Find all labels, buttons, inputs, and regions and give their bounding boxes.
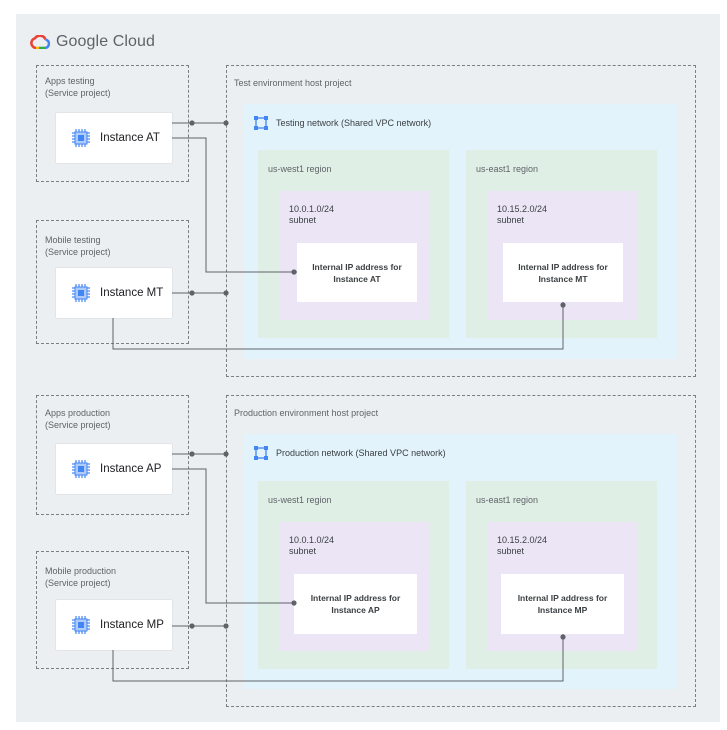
internal-ip-at[interactable]: Internal IP address for Instance AT xyxy=(297,243,417,302)
internal-ip-label: Internal IP address for Instance MP xyxy=(517,593,608,615)
internal-ip-mp[interactable]: Internal IP address for Instance MP xyxy=(501,574,624,634)
service-project-title: Mobile production (Service project) xyxy=(45,565,116,589)
compute-engine-chip-icon xyxy=(72,284,90,302)
service-project-title: Mobile testing (Service project) xyxy=(45,234,111,258)
instance-label: Instance AT xyxy=(100,132,160,144)
internal-ip-ap[interactable]: Internal IP address for Instance AP xyxy=(294,574,417,634)
vpc-network-icon xyxy=(254,116,268,130)
subnet-title: 10.0.1.0/24 subnet xyxy=(289,204,334,226)
instance-label: Instance MP xyxy=(100,619,164,631)
internal-ip-label: Internal IP address for Instance AP xyxy=(310,593,401,615)
service-project-title: Apps production (Service project) xyxy=(45,407,111,431)
internal-ip-label: Internal IP address for Instance AT xyxy=(312,261,402,284)
google-cloud-logo-icon xyxy=(30,35,50,49)
region-title: us-west1 region xyxy=(268,164,332,174)
service-project-name: Mobile testing xyxy=(45,235,101,245)
service-project-type: (Service project) xyxy=(45,88,111,98)
service-project-type: (Service project) xyxy=(45,420,111,430)
instance-ap-card[interactable]: Instance AP xyxy=(56,444,172,494)
subnet-word: subnet xyxy=(497,546,525,556)
host-project-title: Test environment host project xyxy=(234,78,352,88)
subnet-word: subnet xyxy=(497,215,525,225)
network-header: Testing network (Shared VPC network) xyxy=(253,115,431,131)
compute-engine-chip-icon xyxy=(72,129,90,147)
service-project-type: (Service project) xyxy=(45,578,111,588)
compute-engine-chip-icon xyxy=(72,460,90,478)
service-project-name: Mobile production xyxy=(45,566,117,576)
instance-label: Instance AP xyxy=(100,463,162,475)
logo-text: Google Cloud xyxy=(56,33,156,50)
network-header: Production network (Shared VPC network) xyxy=(253,445,446,461)
instance-mt-card[interactable]: Instance MT xyxy=(56,268,172,318)
internal-ip-mt[interactable]: Internal IP address for Instance MT xyxy=(503,243,623,302)
instance-mp-card[interactable]: Instance MP xyxy=(56,600,172,650)
network-title: Testing network (Shared VPC network) xyxy=(276,118,432,128)
compute-engine-chip-icon xyxy=(72,616,90,634)
service-project-apps-testing: Apps testing (Service project) xyxy=(36,65,189,182)
subnet-word: subnet xyxy=(289,215,317,225)
instance-label: Instance MT xyxy=(100,287,164,299)
subnet-cidr: 10.0.1.0/24 xyxy=(289,535,335,545)
service-project-type: (Service project) xyxy=(45,247,111,257)
vpc-network-icon xyxy=(254,446,268,460)
service-project-apps-production: Apps production (Service project) xyxy=(36,395,189,515)
subnet-cidr: 10.15.2.0/24 xyxy=(497,204,548,214)
subnet-cidr: 10.0.1.0/24 xyxy=(289,204,335,214)
region-title: us-east1 region xyxy=(476,164,539,174)
subnet-title: 10.0.1.0/24 subnet xyxy=(289,535,334,557)
subnet-word: subnet xyxy=(289,546,317,556)
subnet-cidr: 10.15.2.0/24 xyxy=(497,535,548,545)
subnet-title: 10.15.2.0/24 subnet xyxy=(497,204,547,226)
region-title: us-east1 region xyxy=(476,495,539,505)
region-title: us-west1 region xyxy=(268,495,332,505)
google-cloud-logo: Google Cloud xyxy=(30,31,155,53)
service-project-name: Apps testing xyxy=(45,76,95,86)
network-title: Production network (Shared VPC network) xyxy=(276,448,446,458)
service-project-name: Apps production xyxy=(45,408,111,418)
host-project-title: Production environment host project xyxy=(234,408,379,418)
subnet-title: 10.15.2.0/24 subnet xyxy=(497,535,547,557)
service-project-title: Apps testing (Service project) xyxy=(45,75,111,99)
internal-ip-label: Internal IP address for Instance MT xyxy=(518,261,608,284)
instance-at-card[interactable]: Instance AT xyxy=(56,113,172,163)
